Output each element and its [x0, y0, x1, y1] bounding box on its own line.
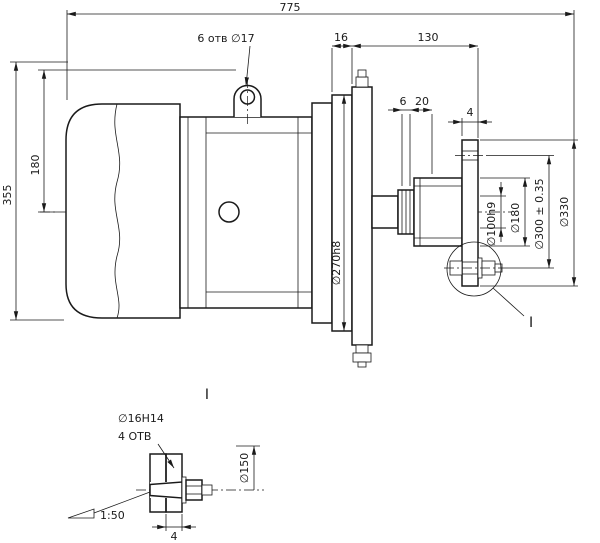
dim-20-label: 20 [415, 95, 429, 108]
dim-dia-150-label: ∅150 [238, 453, 251, 484]
detail-title: I [205, 387, 209, 403]
dim-dia-100: ∅100h9 [480, 182, 506, 246]
dim-dia-300-label: ∅300 ± 0.35 [533, 178, 546, 249]
dim-180: 180 [29, 69, 236, 213]
coupling-flange [444, 139, 508, 287]
detail-callout: I [446, 241, 533, 331]
dim-dia-330: ∅330 [480, 139, 578, 287]
detail-view: I ∅16H14 4 ОТВ ∅150 [67, 387, 264, 543]
dim-775-label: 775 [280, 1, 301, 14]
detail-dim-4-label: 4 [171, 530, 178, 543]
detail-leader-line [492, 287, 525, 317]
detail-dim-4: 4 [152, 514, 196, 543]
dim-4: 4 [448, 106, 492, 136]
dim-dia-180: ∅180 [480, 177, 530, 247]
dim-dia-270-label: ∅270h8 [330, 241, 343, 286]
dim-6-label: 6 [400, 95, 407, 108]
detail-ref-label: I [529, 315, 533, 331]
dim-4-label: 4 [467, 106, 474, 119]
dim-775: 775 [66, 1, 575, 140]
taper-symbol-icon [67, 508, 95, 519]
note-holes: 6 отв ∅17 [197, 32, 255, 87]
flange-stud-top [355, 69, 369, 88]
detail-hole-count-label: 4 ОТВ [118, 430, 151, 443]
dim-dia-300: ∅300 ± 0.35 [486, 155, 554, 269]
dim-180-label: 180 [29, 155, 42, 176]
main-view: I 775 6 отв ∅17 16 [1, 1, 578, 368]
flange-stud-bottom [352, 344, 372, 368]
dim-6-20: 6 20 [388, 95, 433, 186]
nut [185, 479, 203, 501]
dim-355-label: 355 [1, 185, 14, 206]
flange-bolt [444, 257, 508, 279]
motor-body [65, 103, 181, 319]
dim-dia-330-label: ∅330 [558, 197, 571, 228]
dim-130-label: 130 [418, 31, 439, 44]
dim-dia-180-label: ∅180 [509, 203, 522, 234]
taper-label: 1:50 [100, 509, 125, 522]
housing-plug [218, 201, 240, 223]
dim-355: 355 [1, 61, 68, 321]
taper-annotation: 1:50 [67, 491, 151, 522]
dim-dia-150: ∅150 [236, 445, 260, 490]
dim-dia-100-label: ∅100h9 [485, 202, 498, 247]
note-holes-label: 6 отв ∅17 [197, 32, 254, 45]
dim-16-label: 16 [334, 31, 348, 44]
gearbox-housing [179, 78, 313, 309]
long-break-line [114, 103, 121, 319]
taper-pin [149, 481, 183, 499]
output-shaft [371, 177, 463, 247]
dim-dia-270: ∅270h8 [330, 95, 347, 331]
detail-flange-section [149, 453, 183, 513]
dimensions-main: 775 6 отв ∅17 16 130 [1, 1, 578, 331]
flange-plates [311, 69, 373, 368]
detail-nut-assembly [181, 476, 213, 504]
thread-end [201, 484, 213, 496]
detail-hole-dia-label: ∅16H14 [118, 412, 164, 425]
dim-16: 16 [331, 31, 353, 92]
shaft-hub [413, 177, 463, 247]
detail-callout-circle [446, 241, 502, 297]
